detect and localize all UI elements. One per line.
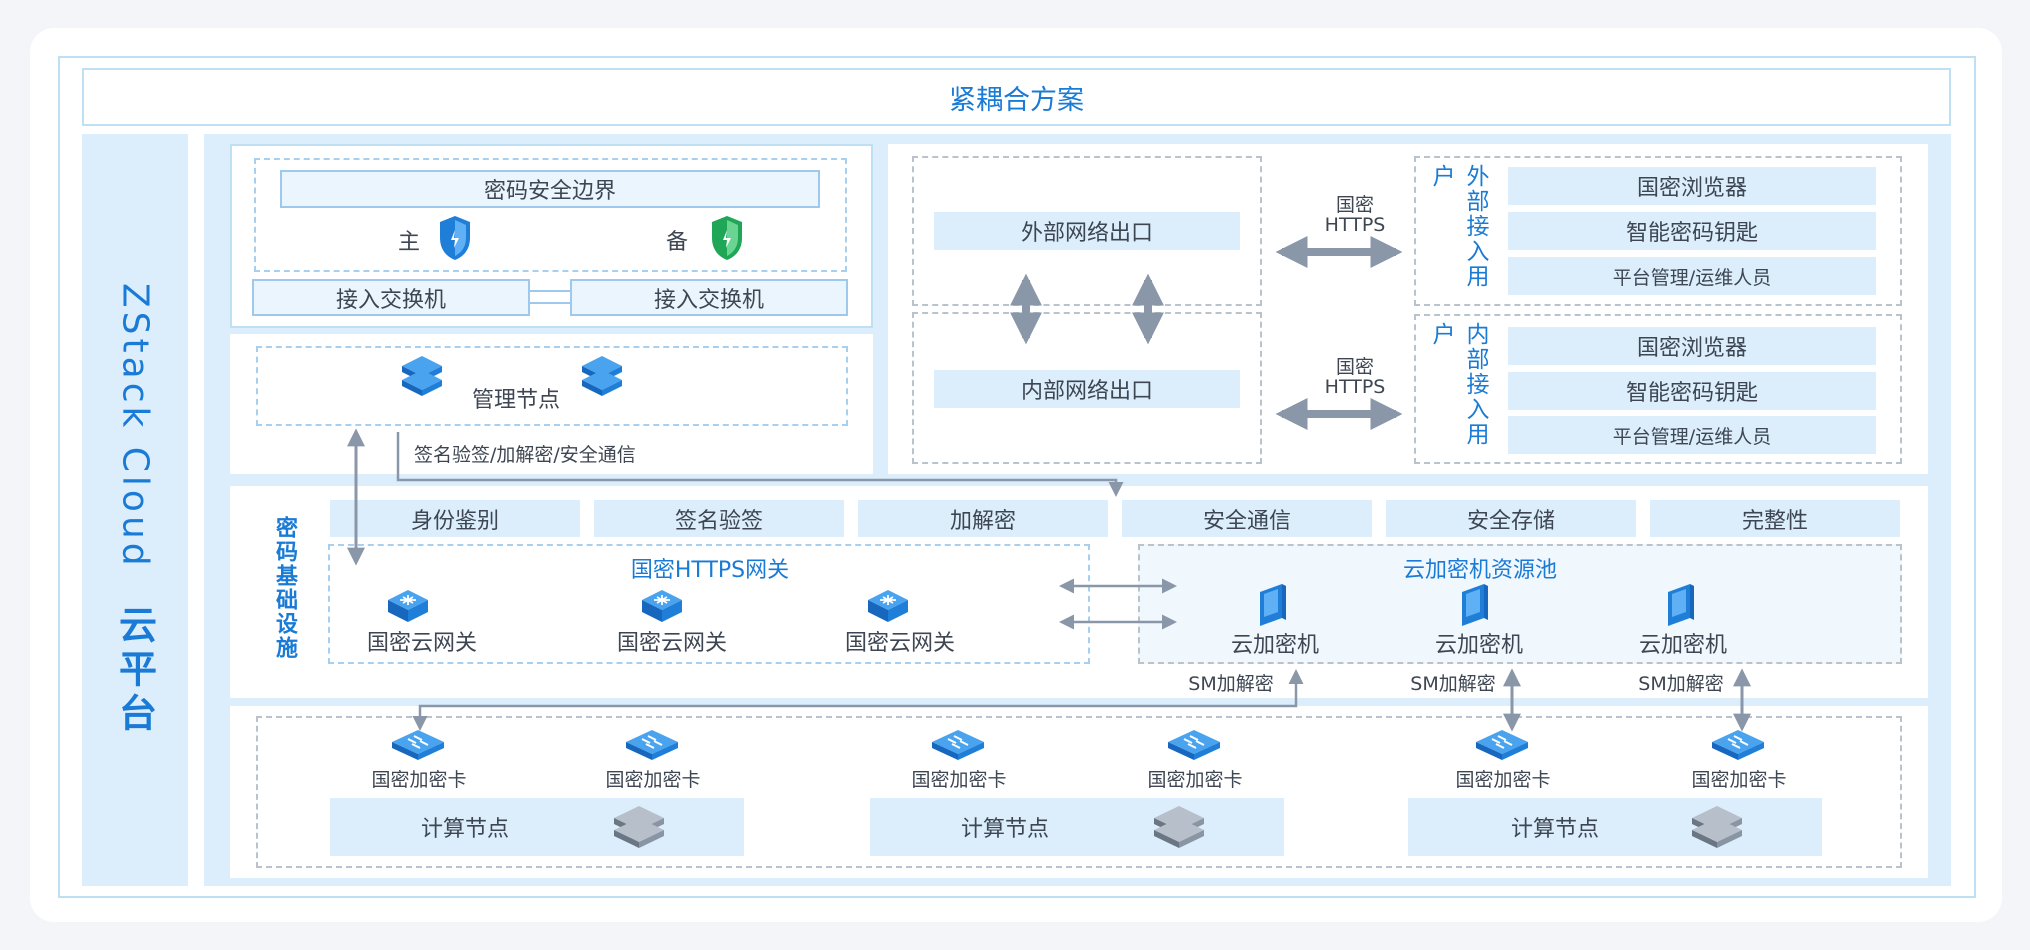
diagram-title: 紧耦合方案 [82, 68, 1951, 126]
gateway-zone [328, 544, 1090, 664]
cloud-hsm-icon [1664, 582, 1696, 628]
internal-users-zone [1414, 314, 1902, 464]
service-encrypt-decrypt: 加解密 [858, 500, 1108, 537]
security-boundary-label: 密码安全边界 [280, 170, 820, 208]
management-server-icon-right [578, 352, 626, 400]
service-identity: 身份鉴别 [330, 500, 580, 537]
access-switch-left: 接入交换机 [252, 279, 530, 316]
compute-server-icon [1688, 802, 1746, 850]
sm-encrypt-label: SM加解密 [1410, 672, 1496, 695]
sm-encrypt-label: SM加解密 [1638, 672, 1724, 695]
cloud-hsm-label: 云加密机 [1230, 633, 1319, 658]
security-boundary-zone [254, 158, 847, 272]
crypto-card-icon [1166, 728, 1222, 762]
service-secure-comm: 安全通信 [1122, 500, 1372, 537]
cloud-gateway-icon [386, 588, 430, 624]
cloud-gateway-label: 国密云网关 [616, 631, 727, 656]
access-switch-right: 接入交换机 [570, 279, 848, 316]
management-link-label: 签名验签/加解密/安全通信 [414, 443, 636, 466]
internal-user-item: 平台管理/运维人员 [1508, 416, 1876, 454]
compute-node-label: 计算节点 [960, 817, 1049, 842]
crypto-infra-label: 密码基础设施 [272, 516, 297, 660]
external-exit-label: 外部网络出口 [934, 212, 1240, 250]
crypto-card-label: 国密加密卡 [371, 768, 467, 791]
compute-node-label: 计算节点 [420, 817, 509, 842]
internal-exit-label: 内部网络出口 [934, 370, 1240, 408]
cloud-hsm-icon [1256, 582, 1288, 628]
compute-server-icon [610, 802, 668, 850]
external-user-item: 平台管理/运维人员 [1508, 257, 1876, 295]
cloud-gateway-label: 国密云网关 [844, 631, 955, 656]
backup-shield-icon [710, 214, 744, 262]
crypto-card-icon [1710, 728, 1766, 762]
management-node-label: 管理节点 [471, 388, 560, 413]
management-zone [256, 346, 848, 426]
https-bottom-line1: 国密 [1335, 355, 1374, 378]
cloud-gateway-icon [866, 588, 910, 624]
crypto-card-label: 国密加密卡 [605, 768, 701, 791]
switch-link [530, 290, 570, 304]
crypto-card-icon [930, 728, 986, 762]
gateway-title: 国密HTTPS网关 [630, 558, 790, 583]
crypto-card-label: 国密加密卡 [1691, 768, 1787, 791]
crypto-card-icon [1474, 728, 1530, 762]
hsm-pool-title: 云加密机资源池 [1402, 558, 1557, 583]
platform-name-cn: 云平台 [112, 605, 157, 738]
https-top-line2: HTTPS [1324, 214, 1386, 236]
compute-node-label: 计算节点 [1510, 817, 1599, 842]
master-shield-icon [438, 214, 472, 262]
compute-node [1408, 798, 1822, 856]
master-label: 主 [397, 230, 420, 255]
compute-node [870, 798, 1284, 856]
crypto-card-label: 国密加密卡 [1147, 768, 1243, 791]
internal-user-item: 智能密码钥匙 [1508, 372, 1876, 410]
platform-sidebar: ZStack Cloud 云平台 [82, 134, 188, 886]
cloud-hsm-icon [1458, 582, 1490, 628]
crypto-card-icon [624, 728, 680, 762]
backup-label: 备 [665, 230, 688, 255]
crypto-card-label: 国密加密卡 [911, 768, 1007, 791]
sm-connector [412, 669, 1304, 731]
internal-user-item: 国密浏览器 [1508, 327, 1876, 365]
cloud-gateway-icon [640, 588, 684, 624]
service-sign-verify: 签名验签 [594, 500, 844, 537]
cloud-gateway-label: 国密云网关 [366, 631, 477, 656]
mgmt-service-connector [396, 432, 1124, 497]
platform-name-en: ZStack Cloud [114, 282, 156, 570]
compute-node [330, 798, 744, 856]
crypto-card-icon [390, 728, 446, 762]
crypto-card-label: 国密加密卡 [1455, 768, 1551, 791]
service-integrity: 完整性 [1650, 500, 1900, 537]
internal-exit-zone [912, 312, 1262, 464]
https-top-line1: 国密 [1335, 193, 1374, 216]
management-server-icon-left [398, 352, 446, 400]
cloud-hsm-label: 云加密机 [1638, 633, 1727, 658]
cloud-hsm-label: 云加密机 [1434, 633, 1523, 658]
external-user-item: 智能密码钥匙 [1508, 212, 1876, 250]
external-user-item: 国密浏览器 [1508, 167, 1876, 205]
external-exit-zone [912, 156, 1262, 306]
https-bottom-line2: HTTPS [1324, 376, 1386, 398]
management-panel [230, 334, 873, 474]
compute-server-icon [1150, 802, 1208, 850]
external-users-zone [1414, 156, 1902, 306]
service-secure-storage: 安全存储 [1386, 500, 1636, 537]
